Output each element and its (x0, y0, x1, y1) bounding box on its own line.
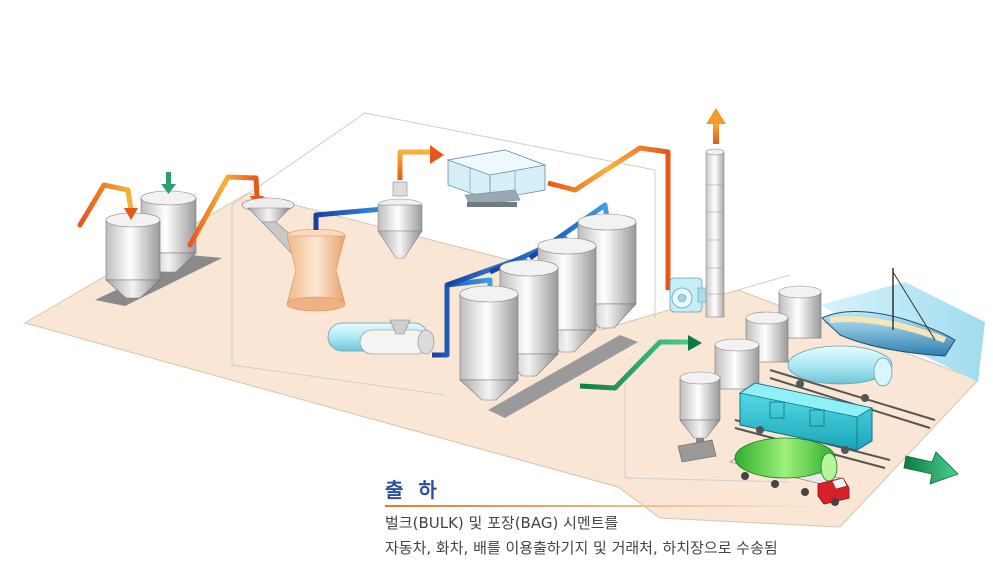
title-underline (385, 505, 825, 507)
mill-icon (286, 228, 346, 312)
train-icon (738, 382, 874, 454)
description-line-2: 자동차, 화차, 배를 이용출하기지 및 거래처, 하치장으로 수송됨 (385, 539, 778, 557)
ship-icon (821, 268, 956, 357)
silo-icon (105, 212, 161, 299)
arrow-icon (688, 335, 702, 351)
silo-icon (677, 371, 721, 463)
cyclone-icon (377, 181, 423, 259)
arrow-icon (430, 145, 444, 164)
silo-icon (714, 338, 760, 390)
fan-icon (669, 277, 709, 313)
screw-conveyor (327, 319, 435, 355)
outflow-line (579, 339, 690, 391)
silo-icon (745, 311, 789, 363)
arrow-icon (903, 451, 959, 485)
arrow-icon (706, 108, 726, 144)
silo-icon (459, 285, 519, 401)
fan-duct (547, 145, 671, 290)
arrow-icon (161, 172, 176, 194)
description-line-1: 벌크(BULK) 및 포장(BAG) 시멘트를 (385, 514, 619, 532)
silo-pad-main (488, 335, 638, 418)
stack-icon (705, 148, 725, 318)
arrow-icon (124, 208, 138, 220)
tank-car-icon (787, 345, 893, 402)
building-outline (231, 112, 791, 483)
truck-icon (729, 437, 850, 506)
section-title: 출 하 (385, 478, 441, 502)
exhaust-duct (397, 149, 432, 180)
feed-line-left (77, 174, 260, 248)
filter-icon (446, 149, 547, 207)
